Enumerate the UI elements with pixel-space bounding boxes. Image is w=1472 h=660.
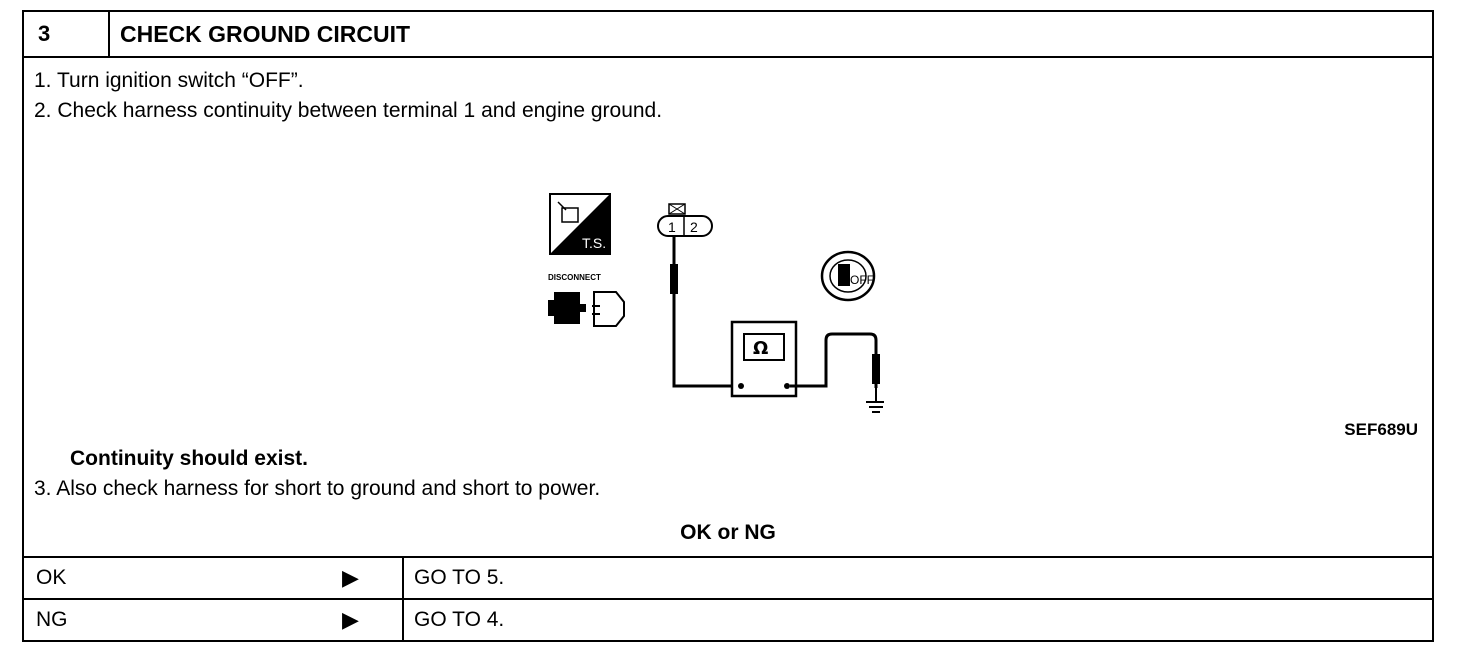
disconnect-label: DISCONNECT xyxy=(548,273,601,282)
continuity-result-text: Continuity should exist. xyxy=(70,447,309,470)
procedure-table: 3 CHECK GROUND CIRCUIT 1. Turn ignition … xyxy=(22,10,1434,642)
arrow-right-icon: ▶ xyxy=(342,565,359,590)
terminal-1: 1 xyxy=(668,219,676,235)
probe-left xyxy=(670,264,678,294)
ignition-key-icon: OFF xyxy=(820,250,876,302)
procedure-title: CHECK GROUND CIRCUIT xyxy=(120,21,411,47)
probe-right xyxy=(872,354,880,384)
procedure-header: 3 CHECK GROUND CIRCUIT xyxy=(24,12,1432,58)
ts-icon: T.S. xyxy=(549,193,611,255)
step-2-text: 2. Check harness continuity between term… xyxy=(34,99,663,122)
ohmmeter: Ω xyxy=(730,320,798,398)
step-number: 3 xyxy=(24,12,110,56)
ground-symbol xyxy=(866,388,884,413)
step-3-text: 3. Also check harness for short to groun… xyxy=(34,477,601,500)
action-ng: GO TO 4. xyxy=(414,608,505,631)
continuity-check-diagram: T.S. DISCONNECT 1 2 Ω xyxy=(548,193,884,413)
terminal-2: 2 xyxy=(690,219,698,235)
decision-heading: OK or NG xyxy=(680,521,776,544)
ohm-symbol: Ω xyxy=(753,338,768,359)
key-off-label: OFF xyxy=(850,273,874,287)
decision-row-ok: OK ▶ GO TO 5. xyxy=(24,556,1432,598)
action-ok: GO TO 5. xyxy=(414,566,505,589)
arrow-right-icon: ▶ xyxy=(342,607,359,632)
harness-connector: 1 2 xyxy=(657,203,713,237)
ts-label: T.S. xyxy=(582,235,606,251)
result-ng: NG xyxy=(36,608,68,631)
decision-row-ng: NG ▶ GO TO 4. xyxy=(24,598,1432,640)
step-1-text: 1. Turn ignition switch “OFF”. xyxy=(34,69,304,92)
result-ok: OK xyxy=(36,566,67,589)
disconnect-icon: DISCONNECT xyxy=(548,273,625,327)
figure-code: SEF689U xyxy=(1344,420,1418,439)
